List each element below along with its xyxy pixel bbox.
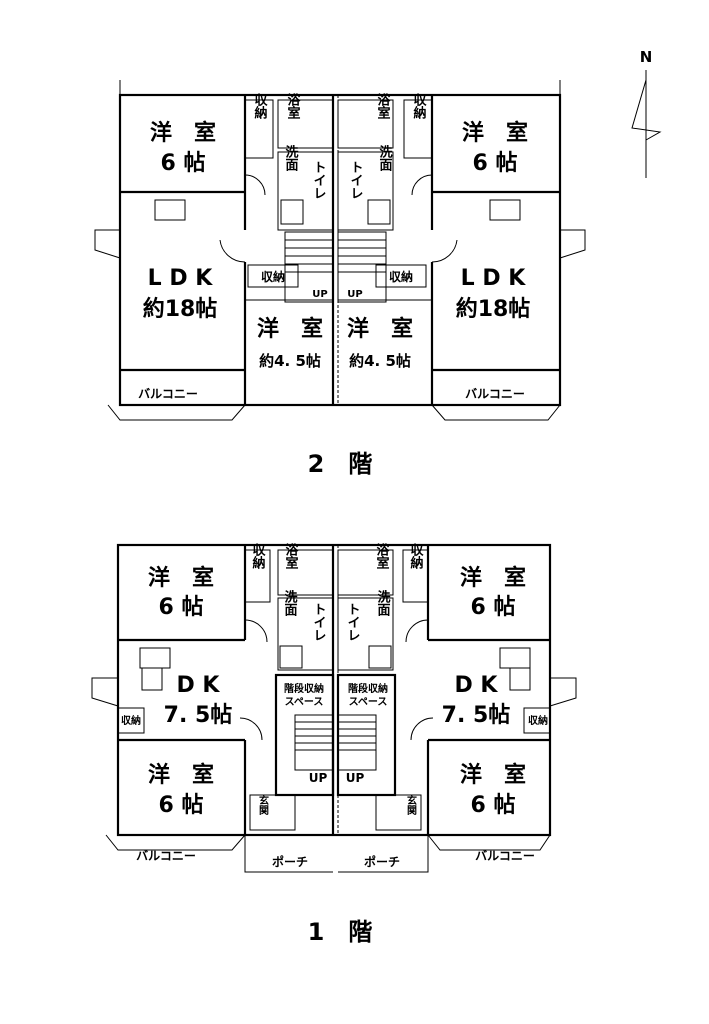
f2-left-bath: 浴室 bbox=[285, 92, 301, 120]
f2-left-storage-mid: 収納 bbox=[261, 269, 285, 284]
f1-left-stairs: UP bbox=[309, 771, 328, 785]
f2-left-bedroom-small-name: 洋 室 bbox=[257, 316, 323, 342]
f2-right-ldk-size: 約18帖 bbox=[456, 296, 531, 322]
f1-left-under-stairs-1: 階段収納 bbox=[284, 682, 324, 695]
f1-left-dk-size: 7. 5帖 bbox=[164, 703, 233, 728]
f2-left-storage-top: 収納 bbox=[252, 93, 268, 120]
f1-right-porch: ポーチ bbox=[364, 854, 400, 869]
f1-right-bath: 浴室 bbox=[374, 542, 390, 570]
f1-right-bedroom-top-name: 洋 室 bbox=[460, 565, 526, 591]
floor-1-plan bbox=[91, 543, 577, 873]
f2-right-balcony: バルコニー bbox=[465, 387, 525, 401]
f1-right-bedroom-bottom-size: 6 帖 bbox=[471, 793, 516, 818]
f2-left-ldk-name: L D K bbox=[148, 266, 214, 291]
f1-right-bedroom-top-size: 6 帖 bbox=[471, 595, 516, 620]
f1-left-washroom: 洗面 bbox=[282, 589, 298, 617]
floor-2-plan bbox=[94, 80, 586, 421]
f1-left-porch: ポーチ bbox=[272, 854, 308, 869]
f1-left-balcony: バルコニー bbox=[136, 849, 196, 863]
f1-right-washroom: 洗面 bbox=[375, 589, 391, 617]
f2-right-washroom: 洗面 bbox=[377, 144, 393, 172]
f1-right-toilet: トイレ bbox=[345, 603, 361, 642]
f1-right-storage-side: 収納 bbox=[528, 714, 548, 727]
f2-left-ldk-size: 約18帖 bbox=[143, 296, 218, 322]
f1-right-storage-top: 収納 bbox=[408, 543, 424, 570]
f2-right-bedroom-top-size: 6 帖 bbox=[473, 151, 518, 176]
f1-left-storage-side: 収納 bbox=[121, 714, 141, 727]
f2-left-bedroom-small-size: 約4. 5帖 bbox=[259, 352, 321, 370]
f1-right-bedroom-bottom-name: 洋 室 bbox=[460, 762, 526, 788]
f2-right-storage-top: 収納 bbox=[411, 93, 427, 120]
f1-left-dk-name: D K bbox=[177, 673, 221, 698]
f1-left-storage-top: 収納 bbox=[250, 543, 266, 570]
f1-right-dk-size: 7. 5帖 bbox=[442, 703, 511, 728]
f1-left-bedroom-top-name: 洋 室 bbox=[148, 565, 214, 591]
north-arrow-icon bbox=[631, 70, 662, 178]
f1-left-bedroom-bottom-name: 洋 室 bbox=[148, 762, 214, 788]
f2-right-toilet: トイレ bbox=[348, 161, 364, 200]
f1-right-dk-name: D K bbox=[455, 673, 499, 698]
f1-right-entrance: 玄関 bbox=[405, 794, 417, 816]
f2-right-bedroom-small-name: 洋 室 bbox=[347, 316, 413, 342]
f2-left-bedroom-top-size: 6 帖 bbox=[161, 151, 206, 176]
f2-left-stairs: UP bbox=[312, 289, 327, 300]
f1-left-toilet: トイレ bbox=[311, 603, 327, 642]
f2-right-storage-mid: 収納 bbox=[389, 269, 413, 284]
f1-left-entrance: 玄関 bbox=[257, 794, 269, 816]
f2-right-bath: 浴室 bbox=[375, 92, 391, 120]
f1-left-bath: 浴室 bbox=[283, 542, 299, 570]
f1-left-bedroom-top-size: 6 帖 bbox=[159, 595, 204, 620]
f2-right-stairs: UP bbox=[347, 289, 362, 300]
f1-right-balcony: バルコニー bbox=[475, 849, 535, 863]
f1-right-under-stairs-2: スペース bbox=[349, 696, 388, 708]
f2-left-balcony: バルコニー bbox=[138, 387, 198, 401]
f2-left-bedroom-top-name: 洋 室 bbox=[150, 120, 216, 146]
f2-right-ldk-name: L D K bbox=[461, 266, 527, 291]
f1-left-bedroom-bottom-size: 6 帖 bbox=[159, 793, 204, 818]
f2-right-bedroom-top-name: 洋 室 bbox=[462, 120, 528, 146]
f1-right-under-stairs-1: 階段収納 bbox=[348, 682, 388, 695]
floor-2-title: 2 階 bbox=[308, 450, 373, 478]
north-label: N bbox=[640, 48, 653, 66]
f1-left-under-stairs-2: スペース bbox=[285, 696, 324, 708]
north-arrow: N bbox=[631, 48, 662, 178]
f1-right-stairs: UP bbox=[346, 771, 365, 785]
f2-left-toilet: トイレ bbox=[311, 161, 327, 200]
f2-left-washroom: 洗面 bbox=[283, 144, 299, 172]
f2-right-bedroom-small-size: 約4. 5帖 bbox=[349, 352, 411, 370]
floor-1-title: 1 階 bbox=[308, 918, 373, 946]
